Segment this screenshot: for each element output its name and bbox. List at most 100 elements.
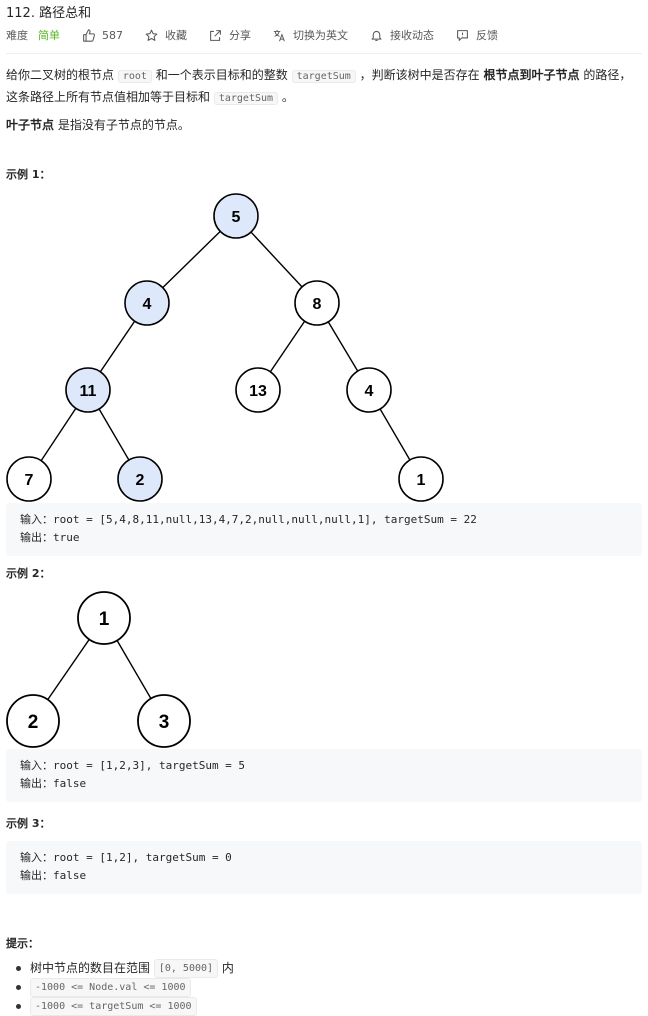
tree-node: 1 [77, 591, 131, 645]
constraint-code: -1000 <= Node.val <= 1000 [30, 978, 191, 997]
tree-node: 4 [124, 280, 170, 326]
description-paragraph-2: 叶子节点 是指没有子节点的节点。 [6, 115, 642, 135]
desc-bold-root-to-leaf: 根节点到叶子节点 [483, 68, 580, 82]
constraints-list: 树中节点的数目在范围 [0, 5000] 内 -1000 <= Node.val… [16, 959, 234, 1016]
feedback-button[interactable]: 反馈 [456, 27, 498, 43]
tree-node-label: 1 [417, 472, 426, 489]
output-label: 输出： [20, 777, 53, 790]
tree-node-label: 2 [136, 472, 145, 489]
example-2-output-line: 输出：false [20, 775, 628, 793]
desc-bold-leaf-node: 叶子节点 [6, 118, 55, 132]
tree-nodes: 1 2 3 [6, 591, 191, 748]
header-divider [6, 53, 642, 54]
tree-node-label: 5 [232, 209, 241, 226]
tree-node: 2 [117, 456, 163, 502]
output-label: 输出： [20, 531, 53, 544]
example-3-code-block: 输入：root = [1,2], targetSum = 0 输出：false [6, 841, 642, 894]
difficulty-badge: 简单 [38, 29, 60, 42]
tree-node: 7 [6, 456, 52, 502]
favorite-button[interactable]: 收藏 [145, 27, 187, 43]
tree-node-label: 4 [365, 383, 374, 400]
problem-title: 112. 路径总和 [6, 6, 92, 21]
input-label: 输入： [20, 513, 53, 526]
feedback-icon [456, 29, 469, 42]
output-value: false [53, 777, 87, 790]
tree-node: 1 [398, 456, 444, 502]
bell-icon [370, 29, 383, 42]
favorite-label: 收藏 [165, 29, 187, 42]
like-button[interactable]: 587 [82, 29, 123, 42]
problem-meta-bar: 难度 简单 587 收藏 分享 切换为英文 接收动态 反馈 [6, 27, 520, 43]
share-label: 分享 [229, 29, 251, 42]
example-2-heading: 示例 2： [6, 567, 51, 580]
example-1-tree-image: 5 4 8 11 13 4 7 2 1 [0, 185, 648, 505]
example-2-tree-image: 1 2 3 [0, 585, 648, 750]
output-value: true [53, 531, 80, 544]
example-2-input-line: 输入：root = [1,2,3], targetSum = 5 [20, 757, 628, 775]
tree-node: 8 [294, 280, 340, 326]
constraint-item: -1000 <= targetSum <= 1000 [16, 997, 234, 1016]
tree-node: 11 [65, 367, 111, 413]
problem-description: 给你二叉树的根节点 root 和一个表示目标和的整数 targetSum ，判断… [6, 65, 642, 135]
desc-text: 和一个表示目标和的整数 [155, 68, 288, 82]
example-3-output-line: 输出：false [20, 867, 628, 885]
tree-node: 3 [137, 694, 191, 748]
description-paragraph-1: 给你二叉树的根节点 root 和一个表示目标和的整数 targetSum ，判断… [6, 65, 642, 109]
desc-text: 给你二叉树的根节点 [6, 68, 115, 82]
input-value: root = [1,2,3], targetSum = 5 [53, 759, 246, 772]
input-label: 输入： [20, 759, 53, 772]
tree-nodes: 5 4 8 11 13 4 7 2 1 [6, 193, 444, 502]
input-value: root = [5,4,8,11,null,13,4,7,2,null,null… [53, 513, 477, 526]
share-button[interactable]: 分享 [209, 27, 251, 43]
tree-node: 13 [235, 367, 281, 413]
constraint-item: 树中节点的数目在范围 [0, 5000] 内 [16, 959, 234, 978]
star-icon [145, 29, 158, 42]
input-value: root = [1,2], targetSum = 0 [53, 851, 232, 864]
tree-node-label: 13 [249, 383, 267, 400]
desc-text: 是指没有子节点的节点。 [57, 118, 190, 132]
example-3-input-line: 输入：root = [1,2], targetSum = 0 [20, 849, 628, 867]
output-value: false [53, 869, 87, 882]
example-1-tree-svg: 5 4 8 11 13 4 7 2 1 [6, 193, 444, 502]
translate-icon [273, 29, 286, 42]
output-label: 输出： [20, 869, 53, 882]
tree-node: 5 [213, 193, 259, 239]
like-count: 587 [102, 28, 123, 42]
constraint-item: -1000 <= Node.val <= 1000 [16, 978, 234, 997]
inline-code-targetsum: targetSum [213, 92, 279, 105]
switch-language-button[interactable]: 切换为英文 [273, 27, 348, 43]
desc-text: 。 [281, 90, 294, 104]
example-2-code-block: 输入：root = [1,2,3], targetSum = 5 输出：fals… [6, 749, 642, 802]
inline-code-targetsum: targetSum [291, 70, 356, 83]
tree-node-label: 2 [28, 712, 39, 733]
tree-node: 2 [6, 694, 60, 748]
constraints-heading: 提示： [6, 937, 39, 950]
constraint-code: -1000 <= targetSum <= 1000 [30, 997, 197, 1016]
constraint-text: 内 [221, 961, 234, 975]
example-1-code-block: 输入：root = [5,4,8,11,null,13,4,7,2,null,n… [6, 503, 642, 556]
example-2-tree-svg: 1 2 3 [6, 591, 191, 748]
thumbs-up-icon [82, 28, 95, 42]
tree-node-label: 11 [80, 383, 97, 400]
tree-edges [28, 215, 422, 480]
tree-node-label: 3 [159, 712, 170, 733]
switch-language-label: 切换为英文 [293, 29, 348, 42]
desc-text: 的路径，这条路径上所有节点值相加等于目标和 [6, 68, 632, 104]
example-1-input-line: 输入：root = [5,4,8,11,null,13,4,7,2,null,n… [20, 511, 628, 529]
notify-button[interactable]: 接收动态 [370, 27, 434, 43]
desc-text: ，判断该树中是否存在 [359, 68, 480, 82]
tree-node: 4 [346, 367, 392, 413]
tree-node-label: 8 [313, 296, 322, 313]
notify-label: 接收动态 [390, 29, 434, 42]
feedback-label: 反馈 [476, 29, 498, 42]
constraint-text: 树中节点的数目在范围 [30, 961, 151, 975]
difficulty-label: 难度 [6, 29, 28, 42]
tree-node-label: 4 [143, 296, 152, 313]
example-1-heading: 示例 1： [6, 168, 51, 181]
tree-node-label: 1 [99, 609, 110, 630]
constraint-code: [0, 5000] [153, 959, 219, 978]
share-icon [209, 29, 222, 42]
tree-node-label: 7 [25, 472, 34, 489]
input-label: 输入： [20, 851, 53, 864]
example-3-heading: 示例 3： [6, 817, 51, 830]
